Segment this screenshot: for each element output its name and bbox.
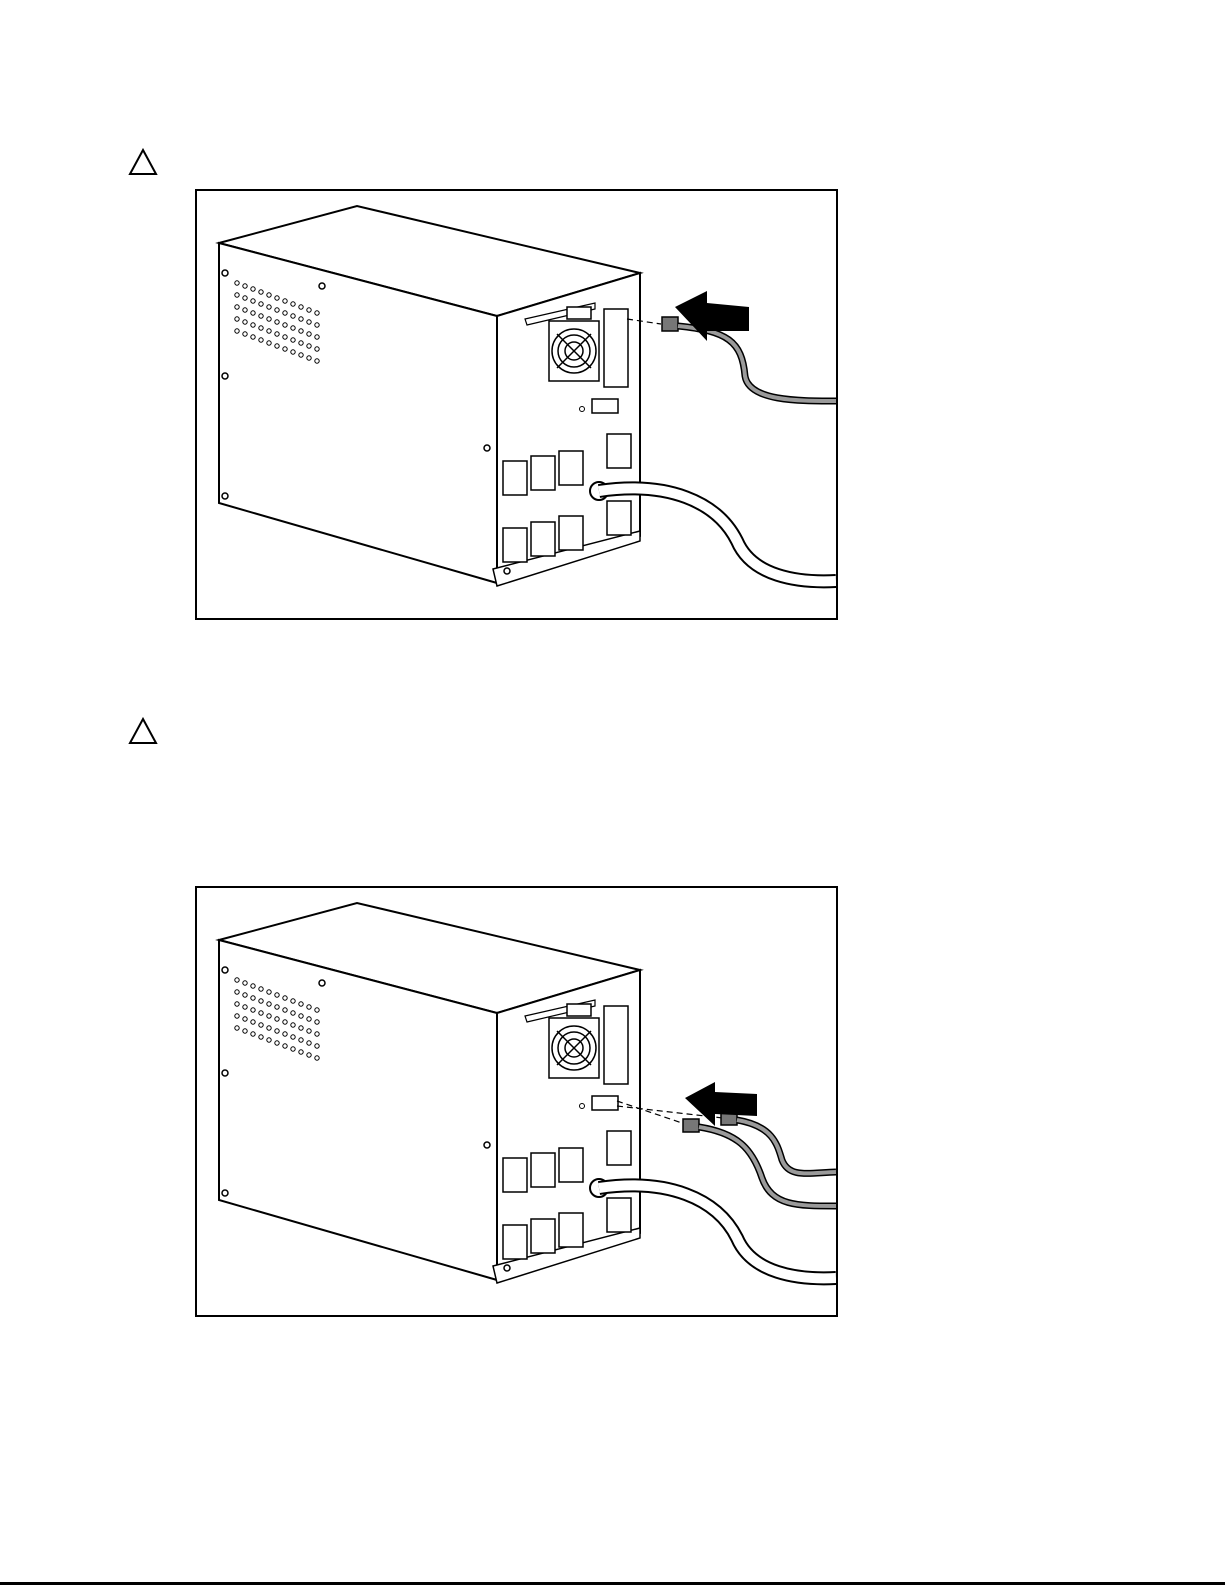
fan <box>549 321 599 381</box>
figure-ups-serial-connection <box>195 189 838 620</box>
ups-illustration <box>197 191 836 618</box>
serial-connector <box>662 317 678 331</box>
caution-icon <box>128 717 158 745</box>
caution-icon <box>128 148 158 176</box>
figure-ups-network-connection <box>195 886 838 1317</box>
network-connector-1 <box>683 1119 699 1132</box>
fan <box>549 1018 599 1078</box>
ups-illustration <box>197 888 836 1315</box>
